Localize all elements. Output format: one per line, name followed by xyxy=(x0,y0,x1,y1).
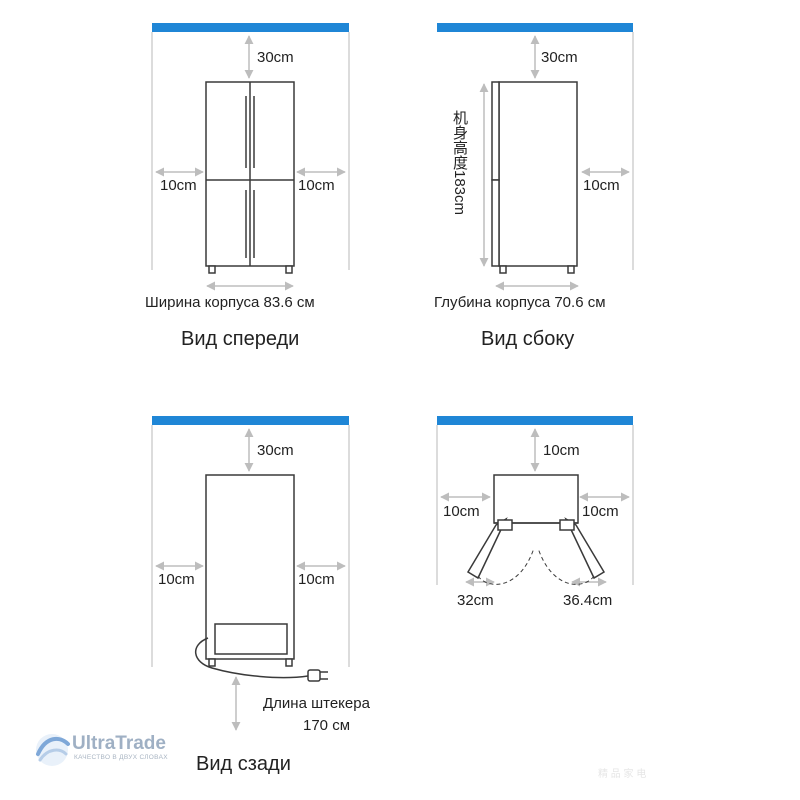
top-top-gap-label: 10cm xyxy=(543,442,580,459)
watermark: 精 品 家 电 xyxy=(598,769,647,780)
top-fridge xyxy=(466,474,606,580)
top-view xyxy=(436,416,634,587)
side-view xyxy=(437,23,634,291)
side-top-gap-label: 30cm xyxy=(541,49,578,66)
top-door-left-label: 32cm xyxy=(457,592,494,609)
plug-icon xyxy=(307,669,328,682)
ultratrade-logo-icon xyxy=(36,734,70,766)
back-view xyxy=(151,416,350,731)
front-view xyxy=(151,23,350,291)
plug-length-caption-line1: Длина штекера xyxy=(263,695,370,712)
top-right-gap-label: 10cm xyxy=(582,503,619,520)
front-left-gap-label: 10cm xyxy=(160,177,197,194)
top-ceiling-accent xyxy=(437,416,633,425)
side-height-label: 机身高度183cm xyxy=(451,110,468,216)
back-left-gap-label: 10cm xyxy=(158,571,195,588)
door-swing-right xyxy=(537,547,595,585)
logo-name: UltraTrade xyxy=(72,733,166,754)
top-door-right-label: 36.4cm xyxy=(563,592,613,609)
front-ceiling-accent xyxy=(152,23,349,32)
plug-length-caption-line2: 170 см xyxy=(303,717,351,734)
back-power-cord xyxy=(195,637,309,679)
side-view-title: Вид сбоку xyxy=(481,328,575,350)
top-left-gap-label: 10cm xyxy=(443,503,480,520)
front-fridge xyxy=(205,81,295,274)
front-width-caption: Ширина корпуса 83.6 см xyxy=(145,294,315,311)
back-view-title: Вид сзади xyxy=(196,753,291,775)
back-top-gap-label: 30cm xyxy=(257,442,294,459)
ultratrade-logo: UltraTrade КАЧЕСТВО В ДВУХ СЛОВАХ xyxy=(34,730,194,770)
front-view-title: Вид спереди xyxy=(181,328,300,350)
back-fridge xyxy=(205,474,295,667)
back-ceiling-accent xyxy=(152,416,349,425)
front-right-gap-label: 10cm xyxy=(298,177,335,194)
logo-tagline: КАЧЕСТВО В ДВУХ СЛОВАХ xyxy=(74,754,168,761)
front-top-gap-label: 30cm xyxy=(257,49,294,66)
side-depth-caption: Глубина корпуса 70.6 см xyxy=(434,294,606,311)
back-right-gap-label: 10cm xyxy=(298,571,335,588)
door-swing-left xyxy=(477,547,535,585)
side-right-gap-label: 10cm xyxy=(583,177,620,194)
side-fridge xyxy=(491,81,578,274)
side-ceiling-accent xyxy=(437,23,633,32)
